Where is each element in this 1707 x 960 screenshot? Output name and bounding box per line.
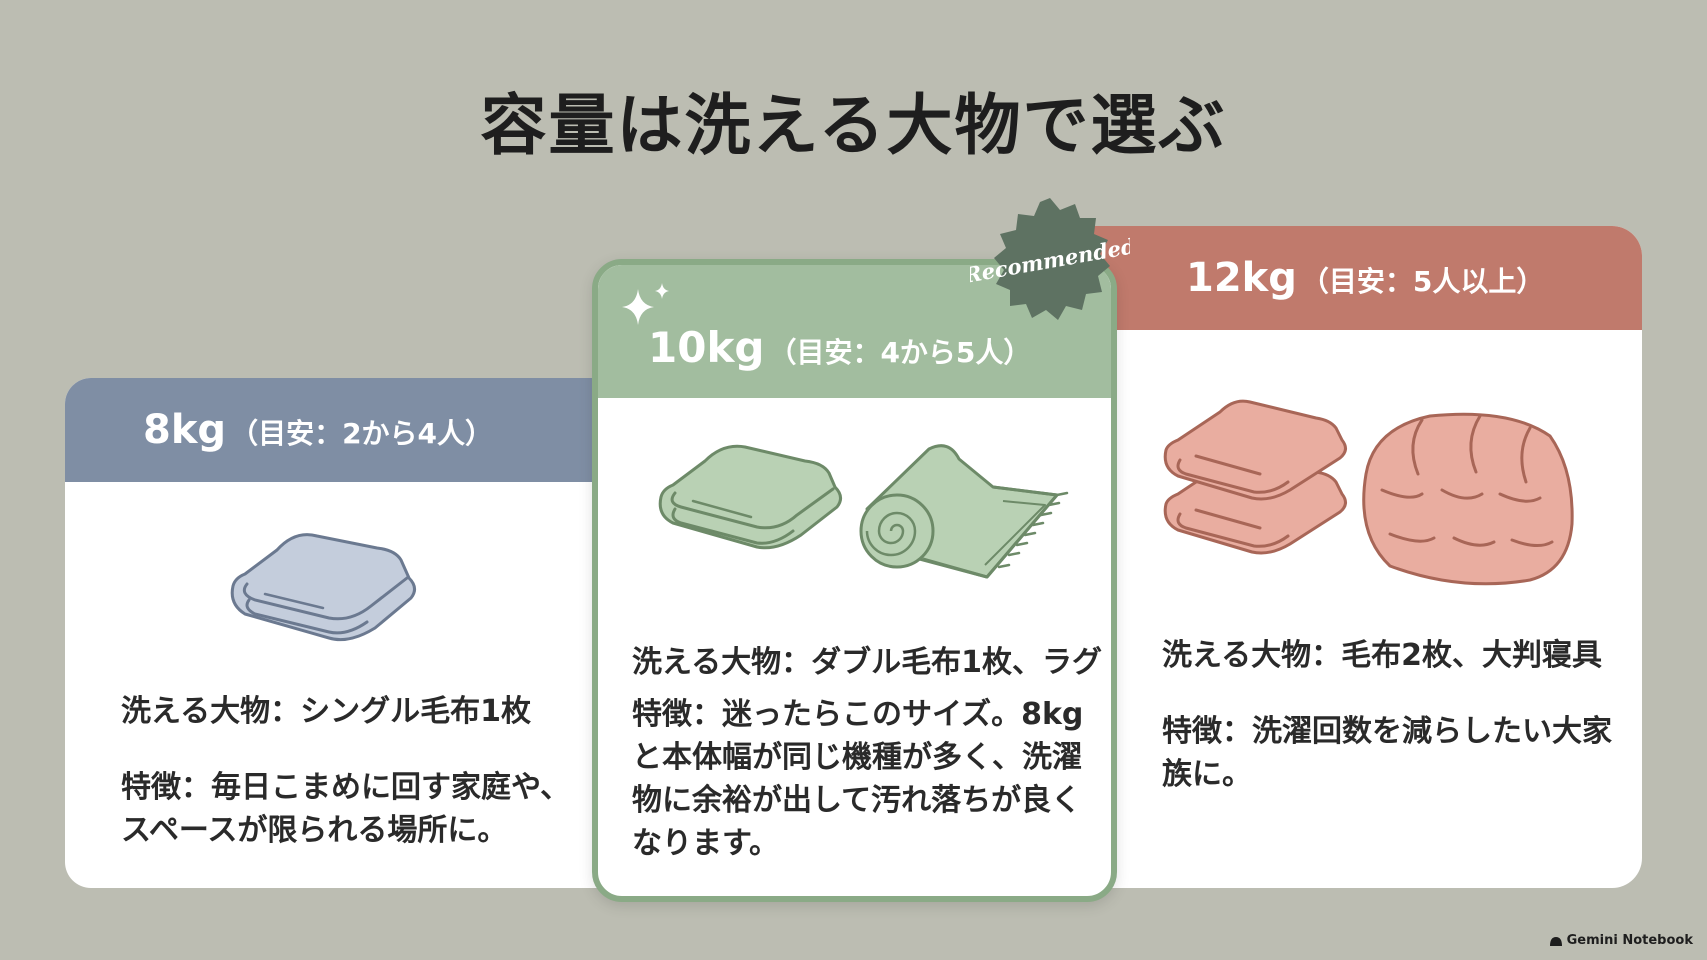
card-feature: 特徴：毎日こまめに回す家庭や、スペースが限られる場所に。 bbox=[121, 770, 571, 848]
capacity-label: 10kg bbox=[648, 323, 765, 372]
capacity-card-10kg: 10kg（目安：4から5人） 洗える大物：ダブル毛布1枚、ラグ 特徴：迷ったらこ… bbox=[592, 259, 1117, 902]
card-spec: 洗える大物：ダブル毛布1枚、ラグ bbox=[632, 645, 1102, 680]
svg-text:Recommended: Recommended bbox=[970, 233, 1130, 288]
capacity-card-12kg: 12kg（目安：5人以上） 洗える大物：毛布2枚、大判寝具 特徴：洗濯回数を減ら… bbox=[1080, 226, 1642, 888]
card-spec: 洗える大物：シングル毛布1枚 bbox=[121, 694, 531, 729]
capacity-card-8kg: 8kg（目安：2から4人） 洗える大物：シングル毛布1枚 特徴：毎日こまめに回す… bbox=[65, 378, 620, 888]
page-title: 容量は洗える大物で選ぶ bbox=[480, 87, 1227, 164]
blankets-and-comforter-icon bbox=[1163, 399, 1574, 586]
blanket-and-rug-icon bbox=[658, 444, 1069, 579]
folded-blanket-icon bbox=[230, 533, 416, 642]
card-spec: 洗える大物：毛布2枚、大判寝具 bbox=[1162, 638, 1602, 673]
capacity-guide: （目安：2から4人） bbox=[230, 417, 494, 450]
badge-seal-icon bbox=[994, 198, 1110, 320]
card-header-12kg: 12kg（目安：5人以上） bbox=[1080, 226, 1642, 330]
card-header-8kg: 8kg（目安：2から4人） bbox=[65, 378, 620, 482]
capacity-guide: （目安：4から5人） bbox=[768, 336, 1032, 369]
badge-label: Recommended bbox=[970, 233, 1130, 288]
recommended-badge: Recommended bbox=[970, 196, 1130, 326]
sparkle-icon bbox=[622, 283, 669, 325]
notebook-logo-icon bbox=[1549, 936, 1562, 946]
card-feature: 特徴：洗濯回数を減らしたい大家族に。 bbox=[1162, 714, 1612, 792]
capacity-label: 12kg bbox=[1186, 255, 1297, 301]
capacity-label: 8kg bbox=[143, 407, 227, 453]
capacity-guide: （目安：5人以上） bbox=[1300, 265, 1545, 298]
footer-brand: Gemini Notebook bbox=[1549, 933, 1693, 948]
footer-brand-label: Gemini Notebook bbox=[1566, 933, 1693, 948]
card-feature: 特徴：迷ったらこのサイズ。8kgと本体幅が同じ機種が多く、洗濯物に余裕が出して汚… bbox=[632, 697, 1084, 861]
